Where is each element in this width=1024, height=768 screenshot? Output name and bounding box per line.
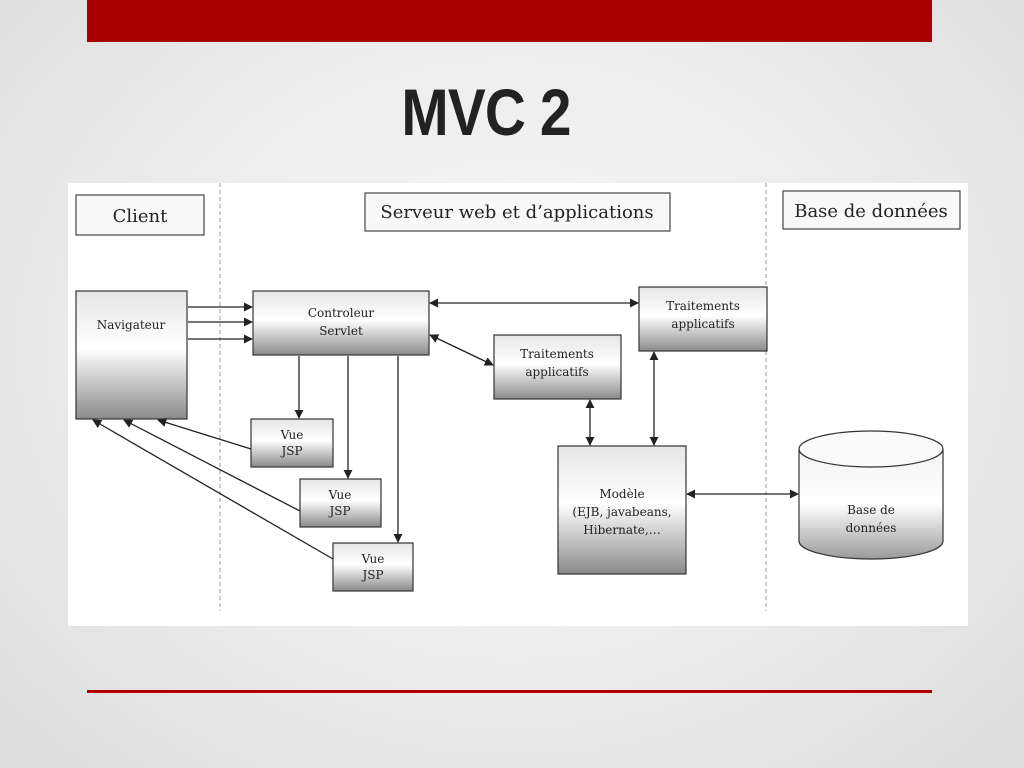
- model-label-1: Modèle: [599, 487, 644, 501]
- mvc2-diagram: Client Serveur web et d’applications Bas…: [68, 183, 968, 626]
- zone-server: Serveur web et d’applications: [364, 192, 671, 232]
- zone-database-label: Base de données: [794, 201, 948, 222]
- model-label-3: Hibernate,…: [583, 523, 660, 537]
- arrow-view-2-nav: [123, 419, 301, 512]
- view-box-1: Vue JSP: [250, 418, 334, 468]
- view-2-label-2: JSP: [327, 504, 350, 518]
- arrow-ctrl-traitements-mid: [429, 334, 494, 366]
- view-box-3: Vue JSP: [332, 542, 414, 592]
- database-cylinder: Base de données: [798, 430, 944, 560]
- model-box: Modèle (EJB, javabeans, Hibernate,…: [557, 445, 687, 575]
- view-1-label-2: JSP: [279, 444, 302, 458]
- bottom-accent-line: [87, 690, 932, 693]
- controller-box: Controleur Servlet: [252, 290, 430, 356]
- zone-server-label: Serveur web et d’applications: [380, 202, 653, 223]
- traitements-mid-label-1: Traitements: [520, 347, 594, 361]
- view-box-2: Vue JSP: [299, 478, 382, 528]
- model-label-2: (EJB, javabeans,: [572, 505, 671, 519]
- navigator-label: Navigateur: [97, 318, 166, 332]
- navigator-box: Navigateur: [75, 290, 188, 420]
- zone-client-label: Client: [113, 206, 169, 227]
- database-label-1: Base de: [847, 503, 895, 517]
- traitements-box-middle: Traitements applicatifs: [493, 334, 622, 400]
- view-3-label-2: JSP: [360, 568, 383, 582]
- slide-title: MVC 2: [401, 75, 571, 149]
- traitements-top-label-1: Traitements: [666, 299, 740, 313]
- zone-database: Base de données: [782, 190, 961, 230]
- controller-label-1: Controleur: [308, 306, 375, 320]
- database-label-2: données: [846, 521, 897, 535]
- traitements-top-label-2: applicatifs: [671, 317, 734, 331]
- view-3-label-1: Vue: [361, 552, 385, 566]
- view-2-label-1: Vue: [328, 488, 352, 502]
- top-accent-bar: [87, 0, 932, 42]
- traitements-box-top: Traitements applicatifs: [638, 286, 768, 352]
- arrow-view-1-nav: [157, 418, 252, 450]
- traitements-mid-label-2: applicatifs: [525, 365, 588, 379]
- diagram-canvas: Client Serveur web et d’applications Bas…: [75, 183, 961, 611]
- arrow-view-3-nav: [92, 419, 334, 560]
- view-1-label-1: Vue: [280, 428, 304, 442]
- controller-label-2: Servlet: [319, 324, 363, 338]
- zone-client: Client: [75, 194, 205, 236]
